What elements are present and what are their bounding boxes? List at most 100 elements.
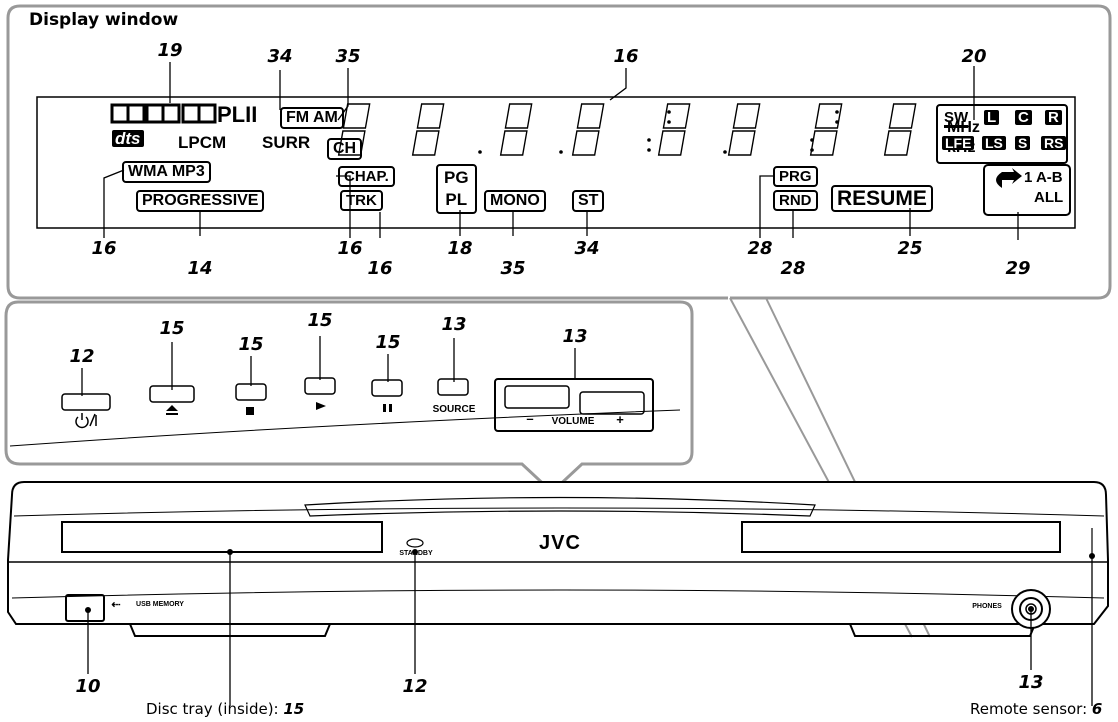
callout-35-mono: 35 xyxy=(500,258,526,279)
remote-sensor-caption: Remote sensor: 6 xyxy=(970,700,1102,718)
callout-14: 14 xyxy=(187,258,213,279)
callout-34-st: 34 xyxy=(574,238,600,259)
volume-plus-label: + xyxy=(616,412,624,427)
source-label: SOURCE xyxy=(432,404,476,415)
repeat-indicator-box xyxy=(983,164,1071,216)
pause-button xyxy=(371,379,403,397)
callout-12-standby: 12 xyxy=(402,676,428,697)
play-button xyxy=(304,377,336,395)
surr-indicator: SURR xyxy=(262,133,311,152)
s-indicator: S xyxy=(1015,136,1031,150)
volume-up-button xyxy=(579,391,645,415)
digit-4 xyxy=(571,103,605,156)
stop-button xyxy=(235,383,267,401)
callout-18: 18 xyxy=(447,238,473,259)
disc-tray-caption-number: 15 xyxy=(283,700,305,718)
standby-led xyxy=(406,538,424,548)
all-indicator: ALL xyxy=(1034,189,1064,206)
segment-digits xyxy=(337,103,917,156)
stop-icon xyxy=(246,407,254,415)
pl-indicator: PL xyxy=(445,190,468,210)
digit-8 xyxy=(883,103,917,156)
power-button xyxy=(61,393,111,411)
st-indicator: ST xyxy=(572,190,605,212)
power-icon xyxy=(75,413,97,429)
dts-indicator: dts xyxy=(112,130,144,147)
callout-15-eject: 15 xyxy=(159,318,185,339)
pg-pl-indicator: PG PL xyxy=(436,164,477,215)
c-indicator: C xyxy=(1015,110,1032,125)
digit-5 xyxy=(657,103,691,156)
callout-28-rnd: 28 xyxy=(780,258,806,279)
l-indicator: L xyxy=(984,110,1000,125)
pause-icon xyxy=(383,404,392,412)
usb-icon: ⇠ xyxy=(111,599,121,611)
jvc-logo: JVC xyxy=(539,532,581,554)
volume-down-button xyxy=(504,385,570,409)
unit-body xyxy=(7,481,1109,625)
callout-19: 19 xyxy=(157,40,183,61)
standby-label: STANDBY xyxy=(399,550,433,557)
ls-indicator: LS xyxy=(982,136,1006,150)
callout-12-power: 12 xyxy=(69,346,95,367)
progressive-indicator: PROGRESSIVE xyxy=(136,190,265,212)
digit-7 xyxy=(809,103,843,156)
callout-16-wma: 16 xyxy=(91,238,117,259)
play-icon xyxy=(316,402,326,410)
disc-tray xyxy=(61,521,383,553)
lfe-indicator: LFE xyxy=(942,136,975,150)
digit-6 xyxy=(727,103,761,156)
rs-indicator: RS xyxy=(1041,136,1067,150)
remote-sensor-caption-number: 6 xyxy=(1091,700,1103,718)
digit-3 xyxy=(499,103,533,156)
wma-mp3-indicator: WMA MP3 xyxy=(122,161,211,183)
callout-16-chap: 16 xyxy=(337,238,363,259)
usb-memory-label: USB MEMORY xyxy=(136,601,184,608)
callout-10: 10 xyxy=(75,676,101,697)
rnd-indicator: RND xyxy=(773,190,818,211)
repeat-indicator: 1 A-B xyxy=(1024,169,1063,186)
callout-20: 20 xyxy=(961,46,987,67)
repeat-icon xyxy=(996,168,1022,188)
digit-1 xyxy=(337,103,371,156)
callout-13-source: 13 xyxy=(441,314,467,335)
volume-minus-label: – xyxy=(526,411,534,426)
mono-indicator: MONO xyxy=(484,190,546,212)
display-window-title: Display window xyxy=(29,10,179,30)
digit-2 xyxy=(411,103,445,156)
lpcm-indicator: LPCM xyxy=(178,133,227,152)
callout-34: 34 xyxy=(267,46,293,67)
callout-15-stop: 15 xyxy=(238,334,264,355)
sw-indicator: SW xyxy=(944,109,969,128)
disc-tray-caption-text: Disc tray (inside): xyxy=(146,700,284,718)
callout-16: 16 xyxy=(613,46,639,67)
callout-29: 29 xyxy=(1005,258,1031,279)
ch-indicator: CH xyxy=(327,138,363,160)
r-indicator: R xyxy=(1045,110,1062,125)
callout-15-pause: 15 xyxy=(375,332,401,353)
callout-25: 25 xyxy=(897,238,923,259)
prg-indicator: PRG xyxy=(773,166,818,187)
callout-28-prg: 28 xyxy=(747,238,773,259)
dolby-logo xyxy=(110,103,217,124)
lcd-panel-outline xyxy=(36,96,1076,229)
callout-13-volume: 13 xyxy=(562,326,588,347)
speaker-indicator-box xyxy=(936,104,1068,164)
eject-icon xyxy=(166,405,178,415)
callout-15-play: 15 xyxy=(307,310,333,331)
pg-indicator: PG xyxy=(444,168,469,187)
phones-label: PHONES xyxy=(972,603,1002,610)
volume-label: VOLUME xyxy=(551,416,595,427)
controls-zoom-frame xyxy=(4,300,694,495)
resume-indicator: RESUME xyxy=(831,185,933,212)
volume-group-frame xyxy=(494,378,654,432)
callout-16-trk: 16 xyxy=(367,258,393,279)
unit-display-area xyxy=(741,521,1061,553)
source-button xyxy=(437,378,469,396)
callout-13-phones: 13 xyxy=(1018,672,1044,693)
remote-sensor-caption-text: Remote sensor: xyxy=(970,700,1092,718)
display-window-frame xyxy=(20,4,1112,300)
callout-35: 35 xyxy=(335,46,361,67)
